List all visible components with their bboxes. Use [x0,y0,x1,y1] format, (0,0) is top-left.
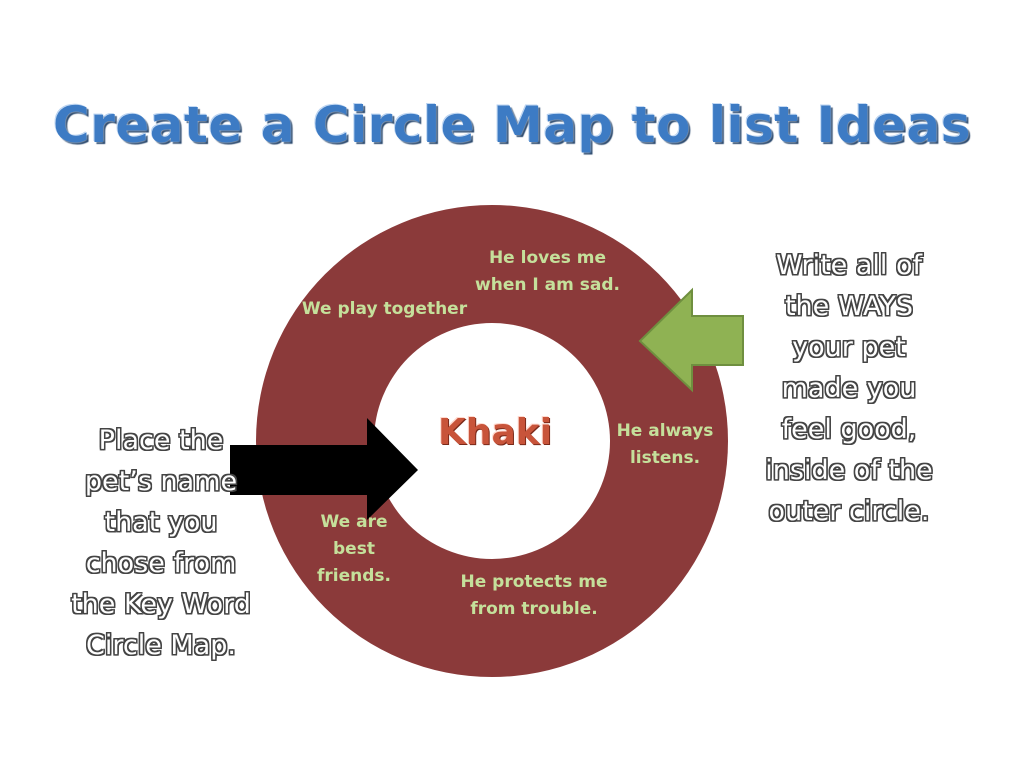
right-instruction: Write all of the WAYS your pet made you … [765,250,933,527]
left-instruction: Place the pet’s name that you chose from… [71,425,251,661]
outer-item-protects-me: He protects me from trouble. [460,572,608,619]
center-pet-name: Khaki [437,412,553,453]
outer-item-loves-me: He loves me when I am sad. [475,248,620,295]
outer-item-always-listens: He always listens. [616,421,714,468]
page-title: Create a Circle Map to list Ideas [53,95,971,154]
inner-circle [374,323,610,559]
outer-item-play-together: We play together [301,299,468,319]
outer-item-best-friends: We are best friends. [317,512,391,586]
right-arrow-icon [230,418,418,520]
left-arrow-icon [638,287,744,393]
